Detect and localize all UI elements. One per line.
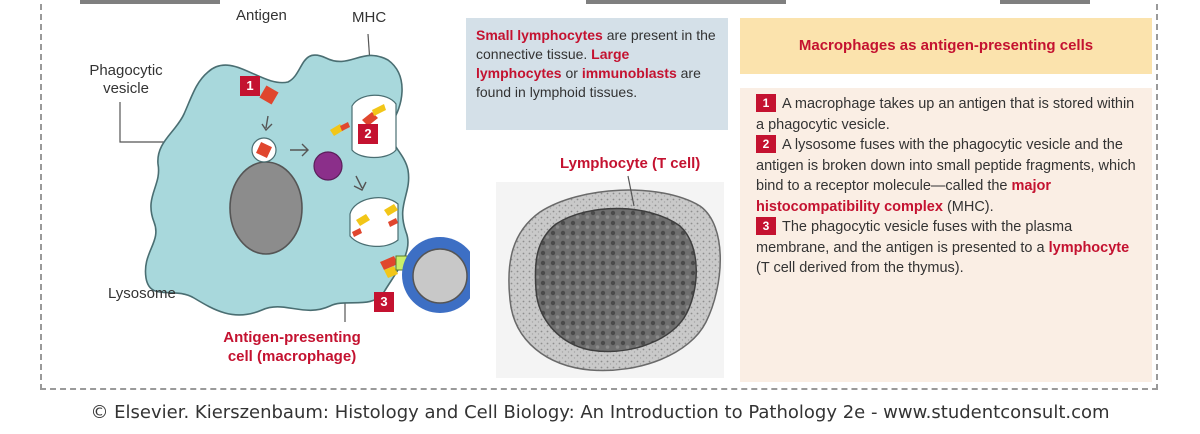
large-lymphocytes-term: Large lymphocytes [476,46,630,81]
top-rule-left [80,0,220,4]
step-3-badge: 3 [374,292,394,312]
mhc-label: MHC [352,9,387,26]
step-3-description: The phagocytic vesicle fuses with the pl… [756,219,1073,256]
mhc-fragments-upper [330,104,386,136]
antigen-label: Antigen [236,7,287,24]
step-1-number: 1 [756,94,776,112]
step-3-number: 3 [756,217,776,235]
ingested-antigen [256,142,272,158]
step-2-description: A lysosome fuses with the phagocytic ves… [756,137,1136,194]
immunoblasts-term: immunoblasts [581,65,677,81]
free-antigen [259,85,279,105]
info-text-1: are present in the connective tissue. [476,27,716,62]
micrograph-label: Lymphocyte (T cell) [560,155,701,172]
transport-arrow [353,175,367,191]
panel-divider [740,74,1152,88]
mhc-term: major histocompatibility complex [756,178,1052,215]
small-lymphocytes-term: Small lymphocytes [476,27,603,43]
phagocytic-vesicle-label: Phagocytic vesicle [89,62,163,97]
info-text-3: are found in lymphoid tissues. [476,65,701,100]
step-3-description-end: (T cell derived from the thymus). [756,260,964,276]
t-cell-nucleus [412,248,468,304]
step-2-number: 2 [756,135,776,153]
macrophage-diagram [119,33,470,322]
micrograph-leader-line [627,175,635,207]
info-text-2: or [561,65,582,81]
panel-title: Macrophages as antigen-presenting cells [740,18,1152,74]
top-rule-right [1000,0,1090,4]
lysosome-label: Lysosome [108,285,176,302]
step-1-badge: 1 [240,76,260,96]
uptake-arrow [261,115,273,132]
lysosome [313,151,343,181]
mhc-fragments-middle [352,204,398,237]
step-2-description-end: (MHC). [942,198,994,215]
lymphocyte-info-box: Small lymphocytes are present in the con… [466,18,728,130]
lymphocyte-nucleus [534,207,697,353]
apc-label: Antigen-presenting cell (macrophage) [223,329,361,365]
figure-frame [40,0,1158,390]
copyright-credit: © Elsevier. Kierszenbaum: Histology and … [90,402,1110,423]
apc-explanation-panel: Macrophages as antigen-presenting cells … [740,18,1152,382]
fusion-arrow [290,143,309,157]
step-1-description: A macrophage takes up an antigen that is… [756,96,1135,133]
top-rule-middle [586,0,786,4]
lymphocyte-term: lymphocyte [1048,239,1130,256]
step-2-badge: 2 [358,124,378,144]
